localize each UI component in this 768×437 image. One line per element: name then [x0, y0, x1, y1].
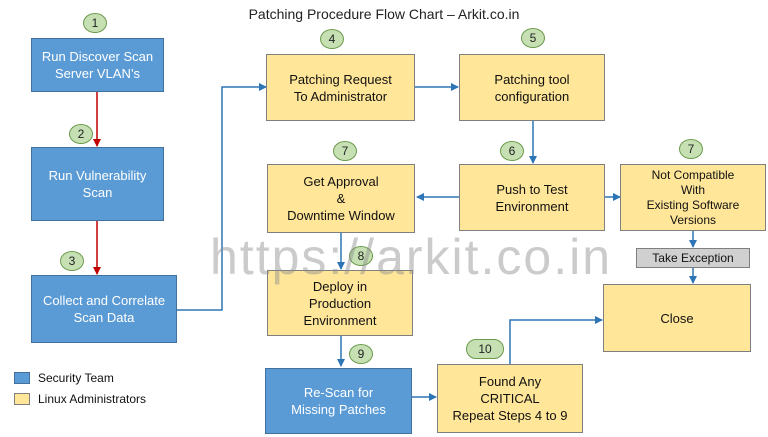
- step-badge-3: 3: [60, 251, 84, 271]
- arrow-collect-to-request: [177, 83, 267, 311]
- node-collect-correlate: Collect and Correlate Scan Data: [31, 275, 177, 343]
- legend-label-linux: Linux Administrators: [38, 392, 147, 406]
- step-badge-10: 10: [466, 339, 504, 359]
- step-badge-2: 2: [69, 124, 93, 144]
- legend-swatch-yellow: [14, 393, 30, 405]
- node-get-approval: Get Approval & Downtime Window: [267, 164, 415, 233]
- take-exception-label: Take Exception: [636, 248, 750, 268]
- legend-security-team: Security Team: [14, 371, 114, 385]
- step-badge-5: 5: [521, 28, 545, 48]
- node-vulnerability-scan: Run Vulnerability Scan: [31, 147, 164, 221]
- step-badge-7-not-compatible: 7: [679, 139, 703, 159]
- legend-swatch-blue: [14, 372, 30, 384]
- step-badge-7-approval: 7: [333, 141, 357, 161]
- step-badge-4: 4: [320, 29, 344, 49]
- node-close: Close: [603, 284, 751, 352]
- node-deploy-production: Deploy in Production Environment: [267, 270, 413, 336]
- node-rescan: Re-Scan for Missing Patches: [265, 368, 412, 434]
- step-badge-8: 8: [349, 246, 373, 266]
- node-patching-request: Patching Request To Administrator: [266, 54, 415, 121]
- node-found-critical: Found Any CRITICAL Repeat Steps 4 to 9: [437, 364, 583, 433]
- node-not-compatible: Not Compatible With Existing Software Ve…: [620, 164, 766, 231]
- node-tool-configuration: Patching tool configuration: [459, 54, 605, 121]
- legend-linux-admins: Linux Administrators: [14, 392, 146, 406]
- arrow-found-to-close: [509, 316, 603, 364]
- node-push-to-test: Push to Test Environment: [459, 164, 605, 231]
- step-badge-6: 6: [500, 141, 524, 161]
- node-discover-scan: Run Discover Scan Server VLAN’s: [31, 38, 164, 92]
- step-badge-1: 1: [83, 13, 107, 33]
- legend-label-security: Security Team: [38, 371, 114, 385]
- step-badge-9: 9: [349, 344, 373, 364]
- chart-title: Patching Procedure Flow Chart – Arkit.co…: [248, 6, 520, 22]
